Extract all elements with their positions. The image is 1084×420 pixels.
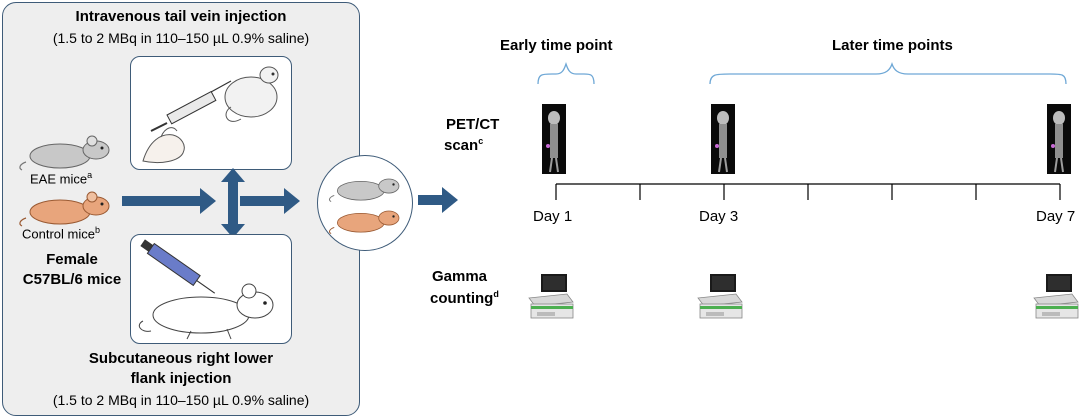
control-mouse-icon bbox=[19, 191, 110, 227]
pooled-mice-circle bbox=[317, 155, 413, 251]
later-bracket bbox=[709, 61, 1067, 85]
eae-mice-label: EAE micea bbox=[30, 170, 93, 187]
gamma-counter-icon-day3 bbox=[697, 274, 743, 319]
later-time-points-label: Later time points bbox=[832, 37, 953, 54]
gamma-counter-icon-day7 bbox=[1033, 274, 1079, 319]
iv-injection-illustration-box bbox=[130, 56, 292, 170]
pet-ct-scan-day7 bbox=[1047, 104, 1071, 174]
to-timeline-arrow bbox=[418, 187, 458, 213]
iv-dose-text: (1.5 to 2 MBq in 110–150 µL 0.9% saline) bbox=[52, 30, 310, 46]
day-label-7: Day 7 bbox=[1036, 208, 1076, 225]
control-mice-label: Control miceb bbox=[22, 225, 100, 242]
sc-dose-text: (1.5 to 2 MBq in 110–150 µL 0.9% saline) bbox=[52, 392, 310, 408]
gamma-counter-icon-day1 bbox=[528, 274, 574, 319]
pooled-mice-icons bbox=[329, 178, 400, 235]
timeline-axis bbox=[555, 183, 1061, 200]
pet-ct-label-line2: scanc bbox=[444, 136, 484, 154]
injection-route-arrows bbox=[122, 168, 300, 238]
early-bracket bbox=[537, 61, 595, 85]
sc-injection-title-line2: flank injection bbox=[130, 370, 232, 387]
pet-ct-scan-day3 bbox=[711, 104, 735, 174]
pet-ct-scan-day1 bbox=[542, 104, 566, 174]
eae-mouse-icon bbox=[19, 135, 110, 171]
early-time-point-label: Early time point bbox=[500, 37, 613, 54]
sc-injection-illustration bbox=[138, 239, 274, 340]
iv-injection-illustration bbox=[142, 66, 279, 164]
sc-injection-illustration-box bbox=[130, 234, 292, 344]
sc-injection-title-line1: Subcutaneous right lower bbox=[88, 350, 274, 367]
strain-label-line2: C57BL/6 mice bbox=[22, 271, 122, 288]
day-label-1: Day 1 bbox=[533, 208, 573, 225]
strain-label-line1: Female bbox=[46, 251, 98, 268]
iv-injection-title: Intravenous tail vein injection bbox=[75, 8, 287, 25]
gamma-counting-label-line2: countingd bbox=[430, 289, 499, 307]
time-brackets bbox=[537, 61, 1067, 85]
gamma-counting-label-line1: Gamma bbox=[432, 268, 488, 285]
pet-ct-label-line1: PET/CT bbox=[446, 116, 500, 133]
day-label-3: Day 3 bbox=[699, 208, 739, 225]
